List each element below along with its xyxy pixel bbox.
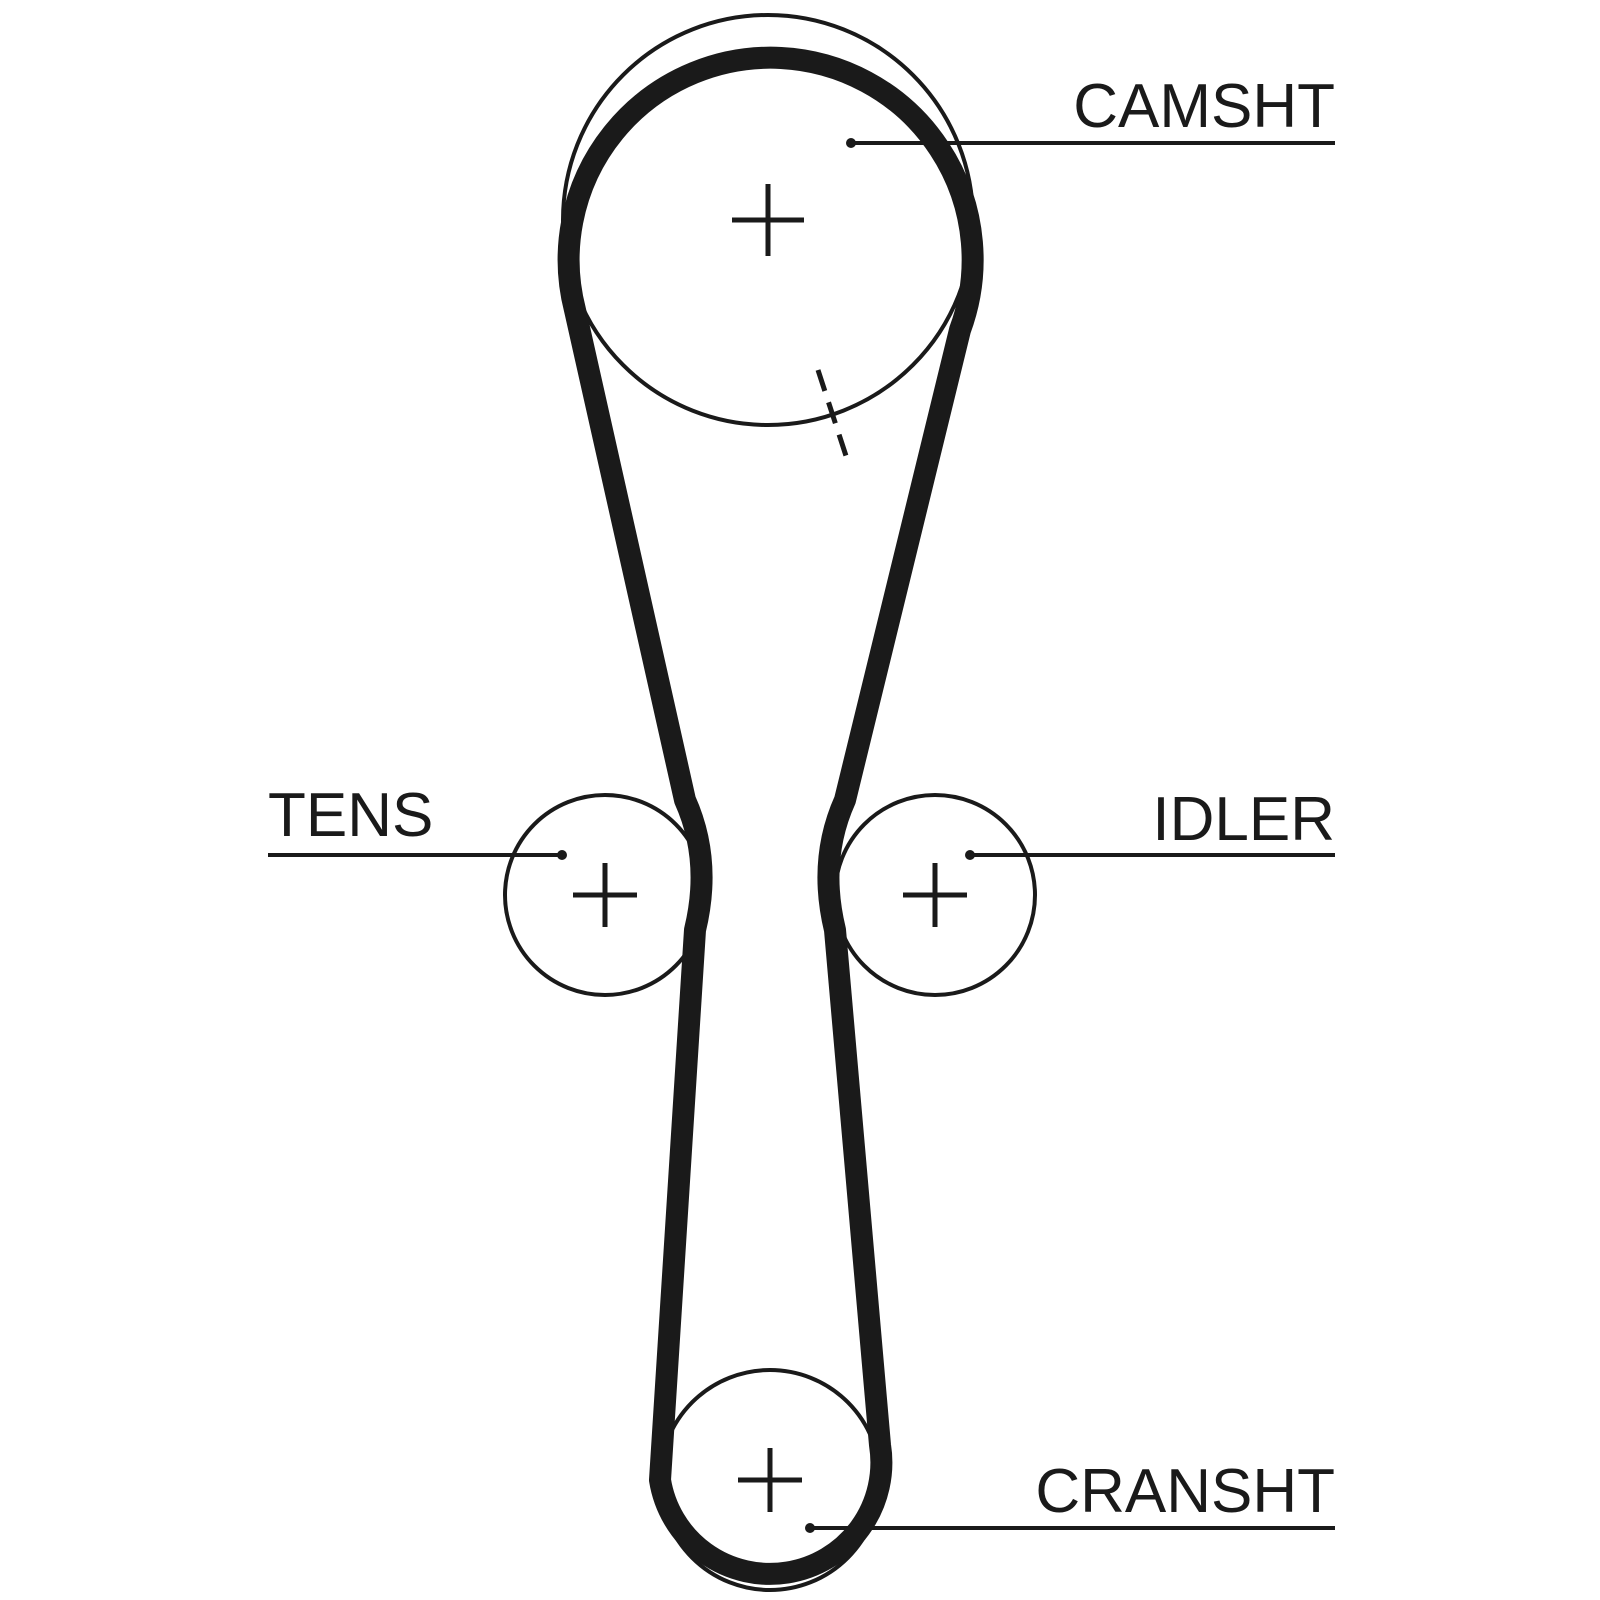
tensioner-label: TENS xyxy=(268,781,433,850)
crankshaft-label: CRANSHT xyxy=(1035,1457,1335,1526)
tensioner-pulley xyxy=(503,793,707,997)
camshaft-pulley xyxy=(561,13,975,463)
camshaft-label: CAMSHT xyxy=(1073,72,1335,141)
timing-belt xyxy=(557,46,984,1585)
crankshaft-leader xyxy=(805,1523,1335,1533)
idler-label: IDLER xyxy=(1152,785,1335,854)
camshaft-timing-mark xyxy=(815,369,851,463)
idler-pulley xyxy=(833,793,1037,997)
camshaft-leader xyxy=(846,138,1335,148)
tensioner-leader xyxy=(268,850,567,860)
idler-leader xyxy=(965,850,1335,860)
